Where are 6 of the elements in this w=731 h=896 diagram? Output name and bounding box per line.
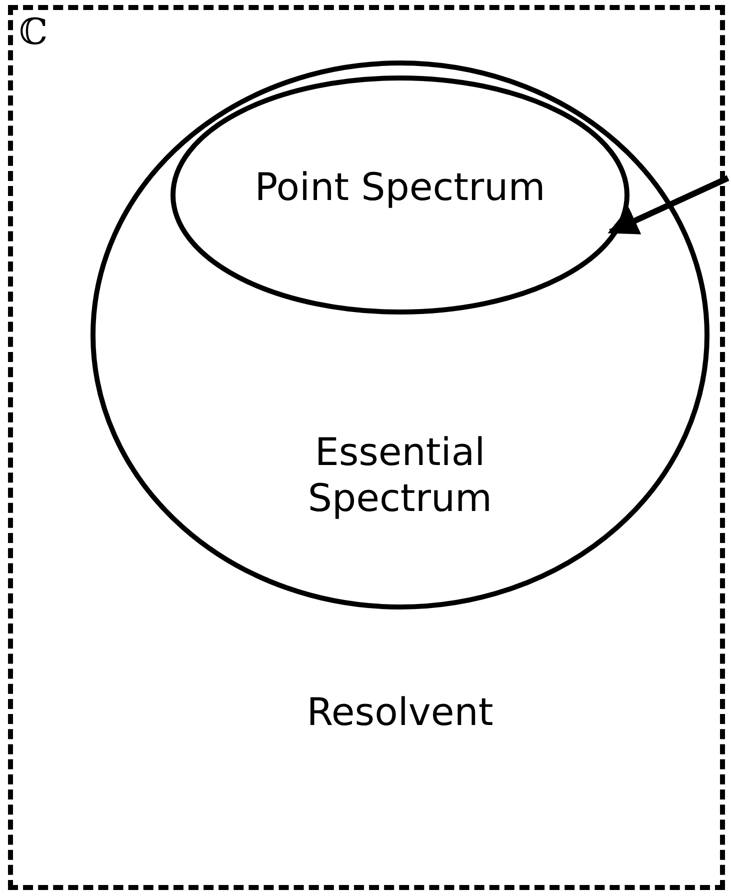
region-label: Essential Spectrum bbox=[306, 429, 494, 521]
region-label: Point Spectrum bbox=[254, 164, 546, 210]
dashed-frame bbox=[8, 5, 725, 890]
region-label: Resolvent bbox=[306, 689, 494, 735]
set-symbol: ℂ bbox=[19, 13, 48, 53]
arrow bbox=[608, 175, 730, 235]
